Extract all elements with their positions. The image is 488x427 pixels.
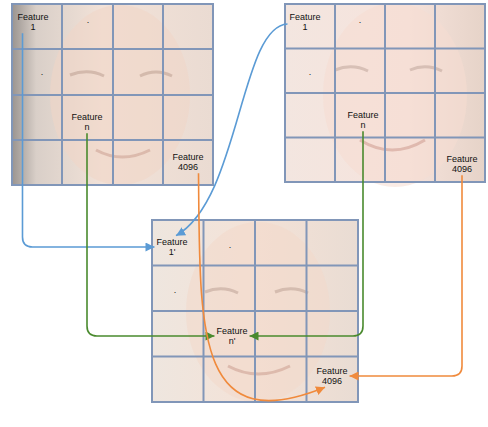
- feature-cell: .: [172, 284, 179, 296]
- face-eyes: [70, 72, 172, 76]
- feature-label: Feature 4096: [446, 154, 477, 175]
- feature-label: .: [41, 67, 44, 77]
- feature-arrow: [350, 175, 462, 376]
- feature-cell: .: [85, 14, 92, 26]
- grid-lines: [12, 4, 485, 402]
- feature-cell: .: [227, 239, 234, 251]
- feature-arrow: [87, 133, 214, 336]
- feature-label: Feature n': [216, 326, 247, 347]
- feature-cell: Feature 1': [154, 236, 189, 259]
- feature-label: Feature 1': [156, 237, 187, 258]
- feature-label: .: [359, 15, 362, 25]
- feature-label: Feature n: [347, 110, 378, 131]
- feature-label: Feature 4096: [172, 152, 203, 173]
- face-photo: [285, 4, 485, 182]
- feature-arrow: [22, 33, 154, 247]
- face-shape: [323, 3, 467, 187]
- feature-label: .: [229, 240, 232, 250]
- face-mouth: [96, 150, 150, 157]
- grid-border: [152, 220, 358, 402]
- grid-line: [152, 220, 358, 402]
- feature-cell: Feature n: [345, 109, 380, 132]
- feature-label: Feature 1: [17, 12, 48, 33]
- feature-cell: Feature 1: [15, 11, 50, 34]
- face-eyes: [335, 67, 442, 71]
- grid-border: [285, 4, 485, 182]
- feature-cell: .: [357, 14, 364, 26]
- feature-cell: Feature 1: [287, 11, 322, 34]
- feature-arrow: [250, 131, 363, 336]
- feature-label: .: [174, 285, 177, 295]
- feature-cell: Feature 4096: [314, 365, 349, 388]
- feature-cell: Feature 4096: [170, 151, 205, 174]
- feature-cell: .: [39, 66, 46, 78]
- grid-line: [12, 4, 213, 185]
- feature-arrow: [199, 173, 325, 400]
- grid-border: [12, 4, 213, 185]
- feature-arrow: [176, 24, 287, 236]
- feature-label: Feature 1: [289, 12, 320, 33]
- feature-label: .: [309, 67, 312, 77]
- feature-cell: Feature n': [214, 325, 249, 348]
- feature-label: Feature 4096: [316, 366, 347, 387]
- grid-line: [285, 4, 485, 182]
- face-photo: [152, 220, 358, 402]
- face-eyes: [205, 289, 308, 293]
- feature-cell: .: [307, 66, 314, 78]
- feature-cell: Feature 4096: [444, 153, 479, 176]
- face-mouth: [228, 366, 290, 374]
- feature-label: .: [87, 15, 90, 25]
- feature-label: Feature n: [71, 112, 102, 133]
- face-mouth: [360, 140, 425, 150]
- face-photo: [12, 4, 213, 185]
- feature-cell: Feature n: [69, 111, 104, 134]
